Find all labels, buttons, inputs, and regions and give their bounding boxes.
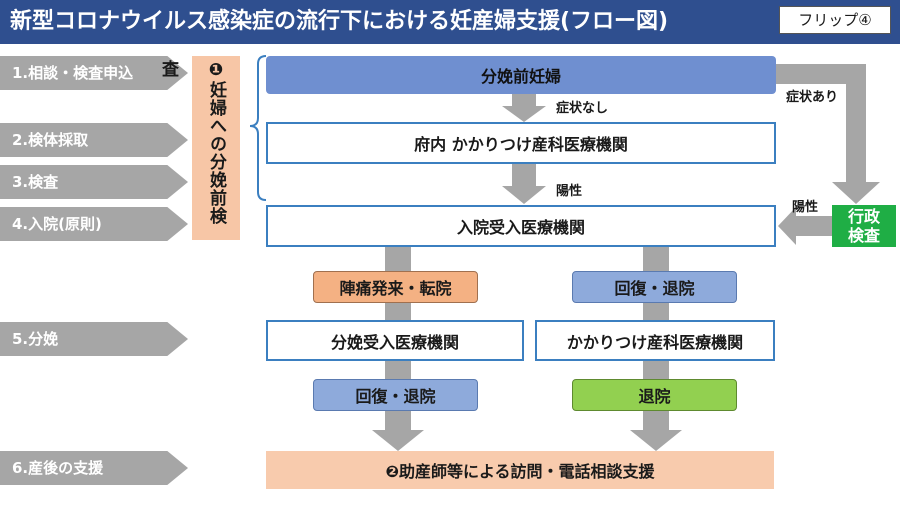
node-admin-test: 行政 検査 [832,205,896,247]
step-4: 4.入院(原則) [0,207,188,241]
flip-label: フリップ④ [779,6,891,34]
arrow-no-symptom [502,94,546,122]
node-pregnant: 分娩前妊婦 [266,56,776,94]
step-2: 2.検体採取 [0,123,188,157]
step-6: 6.産後の支援 [0,451,188,485]
node-recovery-right: 回復・退院 [572,271,737,303]
arrow-left-down [372,411,424,451]
stem-left-2 [385,303,411,320]
label-positive-2: 陽性 [792,200,819,215]
label-symptom: 症状あり [786,90,839,105]
step-3: 3.検査 [0,165,188,199]
side-label: ❶妊婦への分娩前検査 [158,60,226,225]
stem-right-2 [643,303,669,320]
step-5: 5.分娩 [0,322,188,356]
stem-right [643,247,669,271]
label-positive-1: 陽性 [556,184,583,199]
stem-right-3 [643,361,669,379]
arrow-symptom [776,64,880,204]
node-discharge: 退院 [572,379,737,411]
brace [249,55,267,201]
node-hospital: 入院受入医療機関 [266,205,776,247]
node-family-clinic: かかりつけ産科医療機関 [535,320,775,361]
node-support: ❷助産師等による訪問・電話相談支援 [266,451,774,489]
side-label-box [192,56,240,240]
arrow-positive-2 [778,207,832,245]
page-title: 新型コロナウイルス感染症の流行下における妊産婦支援(フロー図) [10,9,669,34]
arrow-positive-1 [502,164,546,204]
stem-left-3 [385,361,411,379]
label-no-symptom: 症状なし [556,101,609,116]
stem-left [385,247,411,271]
arrow-right-down [630,411,682,451]
node-delivery-hospital: 分娩受入医療機関 [266,320,524,361]
step-1: 1.相談・検査申込 [0,56,188,90]
header-bar [0,0,900,44]
node-recovery-left: 回復・退院 [313,379,478,411]
node-labor-transfer: 陣痛発来・転院 [313,271,478,303]
node-clinic: 府内 かかりつけ産科医療機関 [266,122,776,164]
